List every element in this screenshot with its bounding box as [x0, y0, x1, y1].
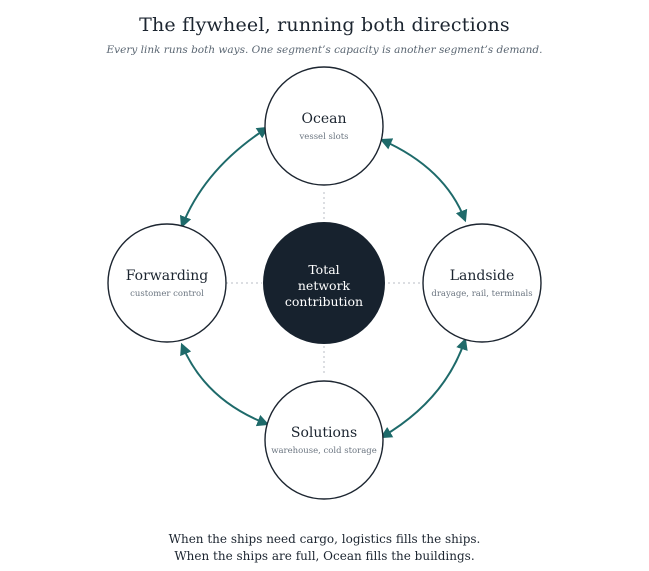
node-landside-title: Landside [450, 268, 515, 284]
node-solutions-subtitle: warehouse, cold storage [271, 446, 377, 456]
footer-line-2: When the ships are full, Ocean fills the… [174, 549, 475, 563]
page-title: The flywheel, running both directions [139, 14, 510, 36]
node-solutions: Solutions warehouse, cold storage [264, 380, 384, 500]
arrow-ocean-landside [379, 138, 468, 223]
node-ocean-subtitle: vessel slots [299, 132, 349, 142]
node-solutions-title: Solutions [291, 425, 357, 441]
node-landside: Landside drayage, rail, terminals [422, 223, 542, 343]
arrow-landside-solutions [379, 337, 468, 439]
hub-node: Total network contribution [263, 222, 385, 344]
node-ocean-title: Ocean [302, 111, 347, 127]
node-forwarding: Forwarding customer control [107, 223, 227, 343]
page-subtitle: Every link runs both ways. One segment’s… [106, 44, 543, 56]
hub-line-3: contribution [285, 294, 363, 309]
node-forwarding-title: Forwarding [126, 268, 209, 284]
arrow-solutions-forwarding [180, 342, 270, 427]
node-ocean: Ocean vessel slots [264, 66, 384, 186]
node-landside-subtitle: drayage, rail, terminals [431, 289, 532, 299]
footer-line-1: When the ships need cargo, logistics fil… [168, 532, 481, 546]
arrow-forwarding-ocean [179, 126, 270, 229]
hub-line-1: Total [308, 262, 339, 277]
footer-caption: When the ships need cargo, logistics fil… [0, 531, 649, 565]
hub-line-2: network [298, 278, 351, 293]
node-forwarding-subtitle: customer control [130, 289, 204, 299]
